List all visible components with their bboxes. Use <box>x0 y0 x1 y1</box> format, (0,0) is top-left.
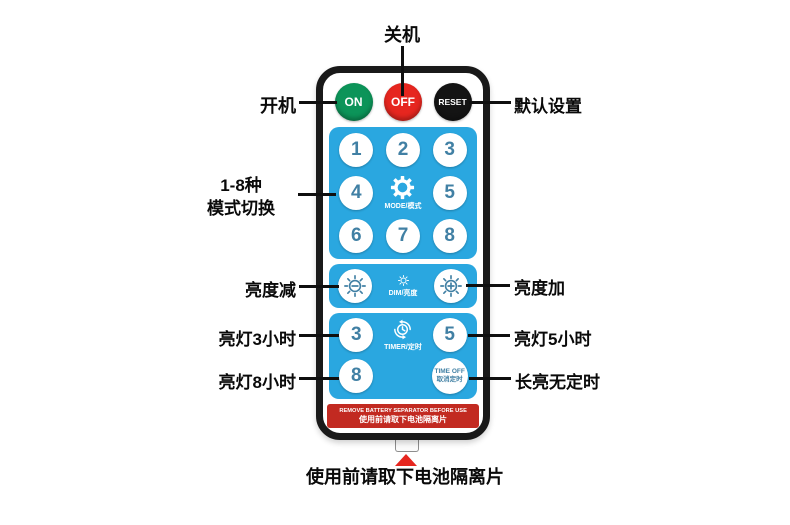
number-2-button[interactable]: 2 <box>385 133 420 167</box>
callout-line-power-on <box>299 101 337 104</box>
callout-dim-plus: 亮度加 <box>514 279 565 298</box>
brightness-plus-icon <box>438 273 464 299</box>
timer-5h-button[interactable]: 5 <box>432 318 467 352</box>
callout-line-3h <box>299 334 339 337</box>
callout-line-reset <box>469 101 511 104</box>
callout-default-reset: 默认设置 <box>514 97 582 116</box>
brightness-minus-icon <box>342 273 368 299</box>
number-1-button[interactable]: 1 <box>339 133 374 167</box>
remote-control: ON OFF RESET 1 2 3 4 <box>316 66 490 440</box>
brightness-plus-button[interactable] <box>434 269 468 303</box>
mode-button[interactable]: MODE/模式 <box>384 175 422 211</box>
callout-light-8h: 亮灯8小时 <box>218 373 296 392</box>
warning-strip: REMOVE BATTERY SEPARATOR BEFORE USE 使用前请… <box>327 404 479 428</box>
reset-button-label: RESET <box>438 97 467 107</box>
callout-power-off: 关机 <box>384 25 420 45</box>
number-8-button[interactable]: 8 <box>432 219 467 253</box>
warning-line-en: REMOVE BATTERY SEPARATOR BEFORE USE <box>339 407 467 414</box>
red-arrow-up-icon <box>395 454 417 466</box>
callout-bottom-note: 使用前请取下电池隔离片 <box>306 467 504 487</box>
number-5-button[interactable]: 5 <box>432 176 467 210</box>
callout-light-5h: 亮灯5小时 <box>514 330 592 349</box>
timer-label-group: TIMER/定时 <box>384 318 422 352</box>
callout-line-8h <box>299 377 339 380</box>
dim-panel: DIM/亮度 <box>329 264 477 308</box>
callout-light-3h: 亮灯3小时 <box>218 330 296 349</box>
callout-mode-switch-line2: 模式切换 <box>207 198 275 218</box>
on-button-label: ON <box>344 95 363 109</box>
dim-label-group: DIM/亮度 <box>388 274 418 298</box>
number-7-button[interactable]: 7 <box>385 219 420 253</box>
callout-line-always-on <box>469 377 511 380</box>
callout-line-mode <box>298 193 336 196</box>
callout-line-power-off <box>401 46 404 96</box>
callout-mode-switch-line1: 1-8种 <box>220 176 262 195</box>
mode-number-panel: 1 2 3 4 <box>329 127 477 259</box>
callout-power-on: 开机 <box>260 96 296 116</box>
mode-gear-icon <box>390 175 415 200</box>
timer-3h-button[interactable]: 3 <box>339 318 374 352</box>
brightness-minus-button[interactable] <box>338 269 372 303</box>
number-4-button[interactable]: 4 <box>339 176 374 210</box>
callout-mode-switch: 1-8种 模式切换 <box>188 175 294 221</box>
sun-icon <box>397 274 410 287</box>
number-3-button[interactable]: 3 <box>432 133 467 167</box>
on-button[interactable]: ON <box>334 83 373 121</box>
time-off-label-en: TIME OFF <box>434 367 465 375</box>
mode-label: MODE/模式 <box>384 203 422 210</box>
dim-label: DIM/亮度 <box>388 290 418 297</box>
timer-panel: 3 TIMER/定时 5 8 <box>329 313 477 399</box>
callout-dim-minus: 亮度减 <box>245 281 296 300</box>
off-button-label: OFF <box>391 95 415 109</box>
power-row: ON OFF RESET <box>323 73 483 121</box>
time-off-button[interactable]: TIME OFF 取消定时 <box>431 358 468 394</box>
callout-line-5h <box>468 334 510 337</box>
timer-8h-button[interactable]: 8 <box>339 359 374 393</box>
reset-button[interactable]: RESET <box>433 83 472 121</box>
timer-clock-icon <box>391 318 414 341</box>
callout-line-dim-minus <box>299 285 339 288</box>
timer-label: TIMER/定时 <box>384 344 422 351</box>
callout-always-on: 长亮无定时 <box>515 373 600 392</box>
number-6-button[interactable]: 6 <box>339 219 374 253</box>
battery-separator-tab <box>395 436 419 452</box>
warning-line-cn: 使用前请取下电池隔离片 <box>359 414 447 424</box>
time-off-label-cn: 取消定时 <box>436 376 463 383</box>
callout-line-dim-plus <box>466 284 510 287</box>
